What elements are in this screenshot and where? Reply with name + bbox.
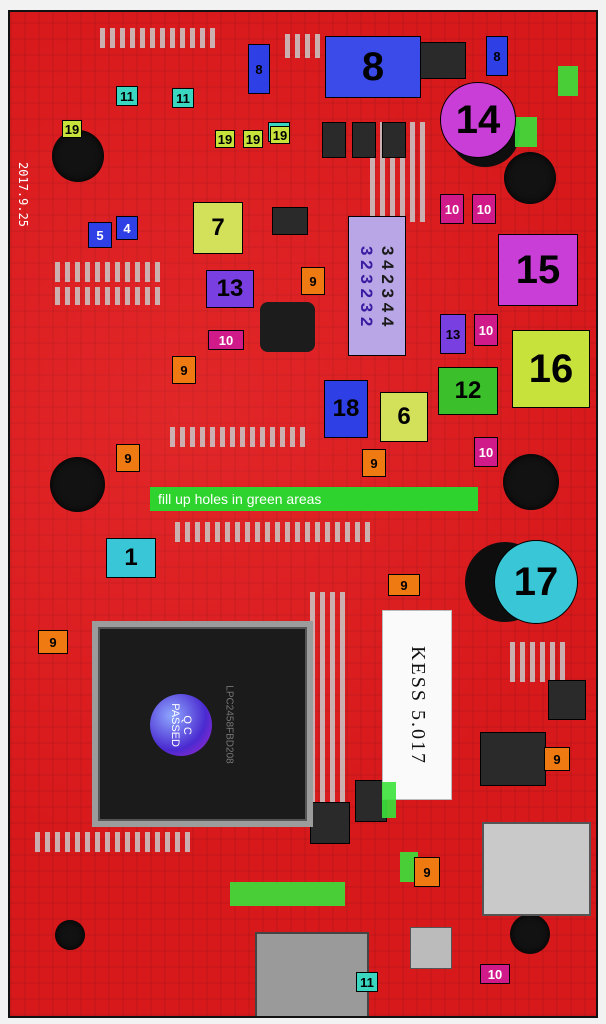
resistor-row: [285, 34, 325, 58]
ic-small: [355, 780, 387, 822]
resistor-row: [175, 522, 375, 542]
marker-9: 9: [38, 630, 68, 654]
resistor-row: [100, 28, 220, 48]
chip-text: LPC2458FBD208: [223, 685, 235, 764]
firmware-label-text: KESS 5.017: [406, 645, 429, 765]
marker-11: 11: [356, 972, 378, 992]
resistor-row: [310, 592, 345, 802]
mount-hole: [50, 457, 105, 512]
marker-8a: 8: [248, 44, 270, 94]
marker-9: 9: [116, 444, 140, 472]
qc-passed-sticker: Q C PASSED: [150, 694, 212, 756]
mcu-chip: LPC2458FBD208: [98, 627, 307, 821]
marker-10: 10: [440, 194, 464, 224]
green-area: [515, 117, 537, 147]
marker-12: 12: [438, 367, 498, 415]
green-area: [558, 66, 578, 96]
marker-8b: 8: [325, 36, 421, 98]
marker-11: 11: [172, 88, 194, 108]
mount-hole: [55, 920, 85, 950]
mount-hole: [510, 914, 550, 954]
resistor-row: [55, 287, 165, 305]
green-area: [400, 852, 418, 882]
stack-row-1: 3 2 3 2 3 2: [357, 245, 376, 327]
marker-9: 9: [414, 857, 440, 887]
marker-11: 11: [116, 86, 138, 106]
mount-hole: [52, 130, 104, 182]
resistor-row: [35, 832, 195, 852]
marker-15: 15: [498, 234, 578, 306]
sd-card-slot: [482, 822, 591, 916]
marker-1: 1: [106, 538, 156, 578]
ic-small: [352, 122, 376, 158]
resistor-row: [510, 642, 570, 682]
marker-17: 17: [494, 540, 578, 624]
marker-19: 19: [270, 126, 290, 144]
resistor-row: [170, 427, 310, 447]
board-date: 2017.9.25: [16, 162, 30, 228]
marker-10: 10: [472, 194, 496, 224]
marker-19: 19: [62, 120, 82, 138]
marker-4: 4: [116, 216, 138, 240]
resistor-value-stack: 3 2 3 2 3 2 3 4 2 3 4 4: [348, 216, 406, 356]
mount-hole: [504, 152, 556, 204]
qc-sticker-text: Q C PASSED: [169, 703, 194, 747]
marker-9: 9: [544, 747, 570, 771]
marker-8c: 8: [486, 36, 508, 76]
green-area: [230, 882, 345, 906]
crystal-oscillator: [410, 927, 452, 969]
ic-small: [382, 122, 406, 158]
ic-small: [322, 122, 346, 158]
green-area: [382, 782, 396, 818]
marker-7: 7: [193, 202, 243, 254]
marker-9: 9: [172, 356, 196, 384]
usb-connector: [255, 932, 369, 1016]
inductor: [260, 302, 315, 352]
marker-19: 19: [215, 130, 235, 148]
marker-9: 9: [388, 574, 420, 596]
marker-6: 6: [380, 392, 428, 442]
marker-19: 19: [243, 130, 263, 148]
marker-10: 10: [474, 437, 498, 467]
mount-hole: [503, 454, 559, 510]
marker-10: 10: [474, 314, 498, 346]
stack-row-2: 3 4 2 3 4 4: [378, 245, 397, 327]
marker-14: 14: [440, 82, 516, 158]
ic-small: [480, 732, 546, 786]
marker-10: 10: [208, 330, 244, 350]
marker-5: 5: [88, 222, 112, 248]
resistor-row: [55, 262, 165, 282]
marker-13: 13: [206, 270, 254, 308]
ic-small: [310, 802, 350, 844]
marker-10: 10: [480, 964, 510, 984]
firmware-label: KESS 5.017: [382, 610, 452, 800]
instruction-note: fill up holes in green areas: [150, 487, 478, 511]
marker-9: 9: [362, 449, 386, 477]
marker-16: 16: [512, 330, 590, 408]
ic-small: [412, 42, 466, 79]
circuit-board: LPC2458FBD208 Q C PASSED KESS 5.017 2017…: [8, 10, 598, 1018]
ic-small: [548, 680, 586, 720]
marker-9: 9: [301, 267, 325, 295]
marker-18: 18: [324, 380, 368, 438]
marker-13: 13: [440, 314, 466, 354]
ic-small: [272, 207, 308, 235]
